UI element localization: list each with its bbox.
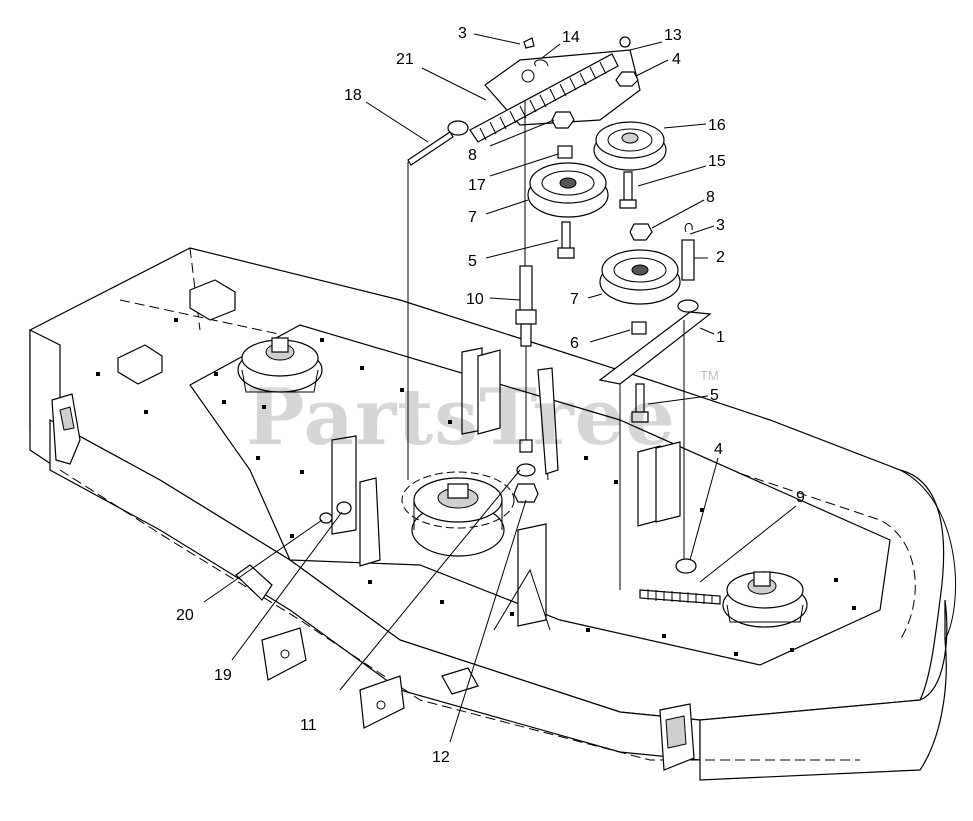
callout-15: 15 bbox=[708, 153, 726, 170]
watermark-text: PartsTree bbox=[246, 372, 676, 463]
bolt-15 bbox=[619, 171, 637, 209]
callout-7: 7 bbox=[468, 209, 477, 226]
bolt-20-washer-19 bbox=[319, 501, 352, 524]
pin-14-and-clip-3 bbox=[523, 37, 549, 67]
spring-9 bbox=[639, 589, 721, 605]
callout-17: 17 bbox=[468, 177, 486, 194]
washer-11-nut-12 bbox=[513, 463, 539, 503]
pulley-7-lower bbox=[599, 249, 681, 305]
callout-18: 18 bbox=[344, 87, 362, 104]
callout-10: 10 bbox=[466, 291, 484, 308]
nut-8-upper bbox=[551, 111, 575, 129]
callout-14: 14 bbox=[562, 29, 580, 46]
spring-21 bbox=[447, 53, 619, 143]
callout-20: 20 bbox=[176, 607, 194, 624]
callout-9: 9 bbox=[796, 489, 805, 506]
left-spindle-pulley bbox=[237, 337, 323, 393]
callout-21: 21 bbox=[396, 51, 414, 68]
callout-2: 2 bbox=[716, 249, 725, 266]
callout-labels: 3 14 13 4 21 18 16 8 15 17 8 7 3 5 2 10 … bbox=[176, 25, 805, 766]
eyebolt-18 bbox=[407, 131, 454, 480]
callout-3: 3 bbox=[716, 217, 725, 234]
callout-4: 4 bbox=[672, 51, 681, 68]
front-hitch-brackets bbox=[235, 564, 695, 771]
bolt-5-lower bbox=[619, 383, 649, 590]
callout-16: 16 bbox=[708, 117, 726, 134]
pulley-16 bbox=[593, 121, 667, 171]
spacer-6 bbox=[631, 321, 647, 335]
callout-6: 6 bbox=[570, 335, 579, 352]
callout-1: 1 bbox=[716, 329, 725, 346]
bolt-5-upper bbox=[524, 100, 575, 268]
callout-8: 8 bbox=[706, 189, 715, 206]
callout-8: 8 bbox=[468, 147, 477, 164]
callout-12: 12 bbox=[432, 749, 450, 766]
callout-5: 5 bbox=[468, 253, 477, 270]
callout-7: 7 bbox=[570, 291, 579, 308]
callout-13: 13 bbox=[664, 27, 682, 44]
pivot-2-clip-3 bbox=[681, 223, 695, 281]
callout-5: 5 bbox=[710, 387, 719, 404]
idler-arm-1 bbox=[598, 299, 712, 560]
nut-4-top bbox=[615, 71, 639, 87]
callout-3: 3 bbox=[458, 25, 467, 42]
right-spindle-pulley bbox=[722, 571, 808, 628]
watermark-trademark: TM bbox=[700, 368, 719, 383]
nut-4-lower bbox=[675, 558, 697, 574]
callout-4: 4 bbox=[714, 441, 723, 458]
shaft-10 bbox=[515, 265, 537, 453]
deck-brackets bbox=[51, 279, 236, 465]
spacer-17 bbox=[557, 145, 573, 159]
callout-19: 19 bbox=[214, 667, 232, 684]
callout-11: 11 bbox=[300, 717, 317, 734]
leader-lines bbox=[203, 33, 797, 743]
pulley-7-upper bbox=[527, 162, 609, 218]
upright-brackets bbox=[331, 347, 681, 631]
nut-8-lower bbox=[629, 223, 653, 241]
